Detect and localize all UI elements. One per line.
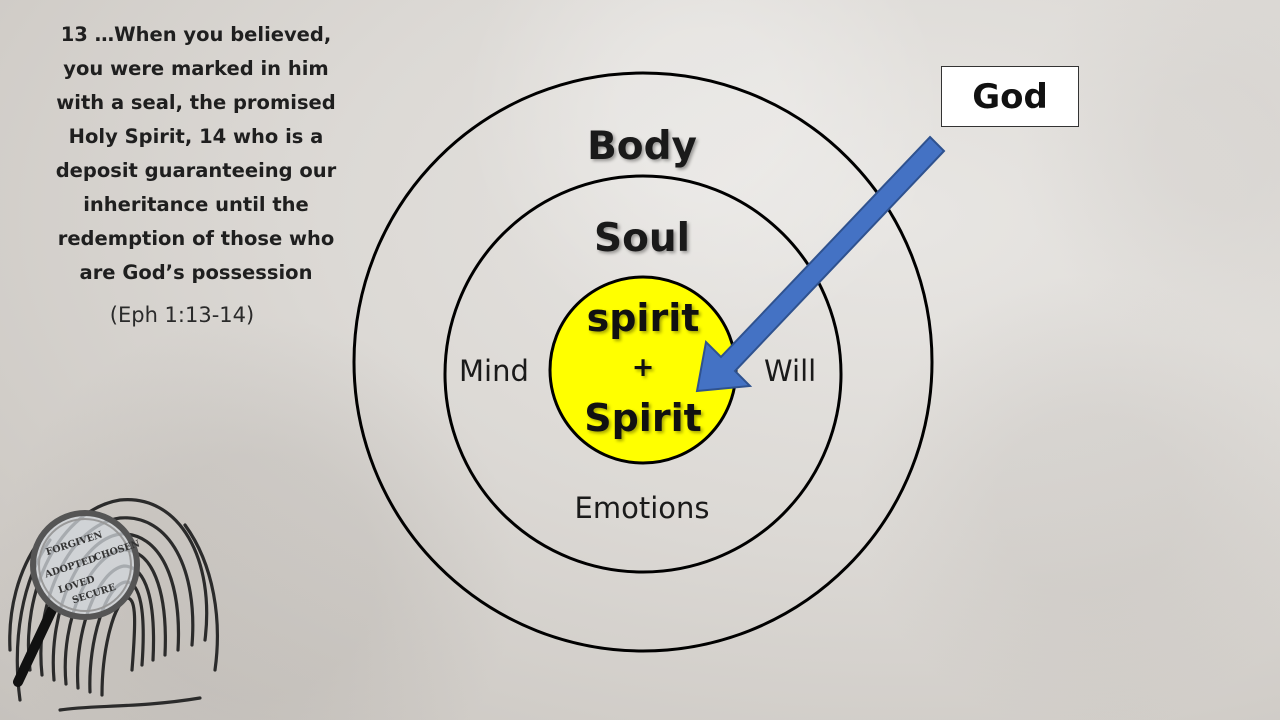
body-label: Body bbox=[587, 124, 697, 169]
magnifying-glass-icon bbox=[13, 510, 140, 687]
will-label: Will bbox=[764, 354, 817, 388]
mind-label: Mind bbox=[459, 354, 529, 388]
holy-spirit-label: Spirit bbox=[584, 396, 702, 440]
fingerprint-icon: FORGIVEN ADOPTED CHOSEN LOVED SECURE bbox=[8, 498, 219, 712]
verse-text: 13 …When you believed, you were marked i… bbox=[55, 23, 337, 284]
emotions-label: Emotions bbox=[574, 491, 710, 525]
verse-reference: (Eph 1:13-14) bbox=[109, 303, 255, 327]
god-box: God bbox=[941, 66, 1079, 127]
soul-label: Soul bbox=[593, 216, 691, 261]
human-spirit-label: spirit bbox=[586, 296, 700, 340]
soul-ring bbox=[443, 174, 843, 574]
body-ring bbox=[352, 71, 934, 653]
arrow-icon bbox=[695, 135, 946, 393]
plus-label: + bbox=[631, 352, 655, 383]
